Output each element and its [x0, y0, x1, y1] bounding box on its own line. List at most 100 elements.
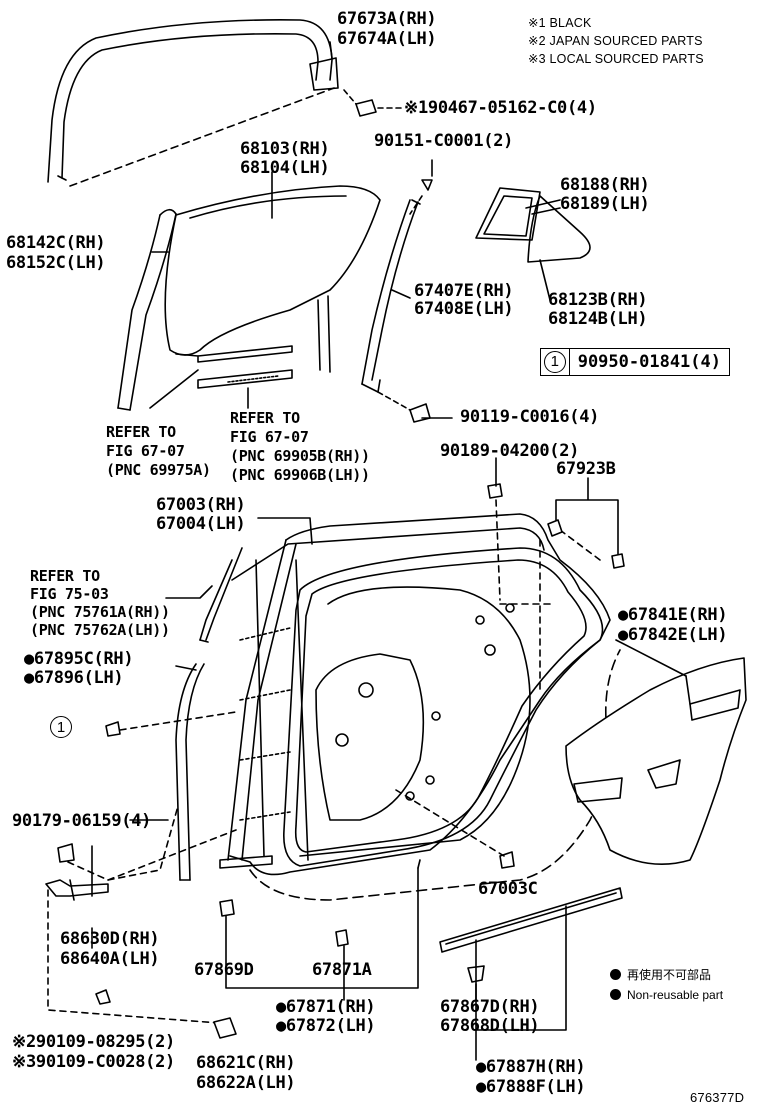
leader-line — [555, 477, 619, 555]
bullet-icon — [610, 989, 621, 1000]
leader-line — [495, 499, 501, 601]
part-label-67868D: 67868D(LH) — [440, 1016, 540, 1036]
ref-line-1: REFER TO — [230, 409, 300, 427]
leader-line — [329, 41, 333, 59]
circle-ref-1: 1 — [543, 351, 566, 373]
part-label-68103: 68103(RH) — [240, 139, 330, 159]
leader-line — [391, 289, 411, 299]
part-label-67003: 67003(RH) — [156, 495, 246, 515]
part-label-68630D: 68630D(RH) — [60, 929, 160, 949]
figure-id: 676377D — [690, 1090, 745, 1105]
leader-line — [417, 859, 421, 869]
part-label-68189: 68189(LH) — [560, 194, 650, 214]
part-label-68188: 68188(RH) — [560, 175, 650, 195]
door-glass-drawing — [117, 185, 381, 411]
part-label-68621C: 68621C(RH) — [196, 1053, 296, 1073]
leader-line — [525, 199, 561, 215]
hinge-drawing — [213, 1017, 237, 1039]
part-label-67895C: ●67895C(RH) — [24, 649, 134, 669]
door-check-drawing — [45, 843, 109, 901]
leader-line — [409, 195, 423, 215]
leader-line — [615, 639, 687, 677]
part-label-67872: ●67872(LH) — [276, 1016, 376, 1036]
part-label-68123B: 68123B(RH) — [548, 290, 648, 310]
boxed-part-90950: 1 90950-01841(4) — [540, 348, 730, 376]
part-label-90189: 90189-04200(2) — [440, 441, 580, 461]
part-label-67869D: 67869D — [194, 960, 254, 980]
ref-line-4: (PNC 69906B(LH)) — [230, 466, 370, 484]
clip-drawing — [335, 929, 349, 947]
leader-line — [107, 805, 179, 881]
leader-line — [377, 391, 411, 411]
leader-line — [149, 369, 199, 409]
part-label-90467: ※190467-05162-C0(4) — [404, 98, 597, 118]
part-label-67896: ●67896(LH) — [24, 668, 124, 688]
door-frame-drawing — [199, 539, 297, 861]
note-japan-sourced: ※2 JAPAN SOURCED PARTS — [528, 34, 703, 48]
secondary-seal-drawing — [249, 649, 621, 901]
screw-drawing — [409, 403, 431, 423]
part-label-68622A: 68622A(LH) — [196, 1073, 296, 1093]
legend-ja: 再使用不可部品 — [610, 966, 711, 983]
ref-line-1: REFER TO — [30, 567, 100, 585]
part-label-67407E: 67407E(RH) — [414, 281, 514, 301]
part-label-68640A: 68640A(LH) — [60, 949, 160, 969]
run-channel-drawing — [361, 179, 433, 393]
part-label-67408E: 67408E(LH) — [414, 299, 514, 319]
ref-line-2: FIG 75-03 — [30, 585, 109, 603]
legend-ja-text: 再使用不可部品 — [627, 968, 712, 982]
part-label-90950: 90950-01841(4) — [577, 352, 721, 372]
clip-drawing — [487, 483, 625, 569]
part-label-90119: 90119-C0016(4) — [460, 407, 600, 427]
leader-line — [539, 259, 551, 301]
part-label-67867D: 67867D(RH) — [440, 997, 540, 1017]
ref-line-1: REFER TO — [106, 423, 176, 441]
circle-ref-1: 1 — [50, 716, 72, 738]
part-label-67923B: 67923B — [556, 459, 616, 479]
part-label-68124B: 68124B(LH) — [548, 309, 648, 329]
leader-line — [395, 789, 505, 857]
ref-line-3: (PNC 69905B(RH)) — [230, 447, 370, 465]
part-label-90151: 90151-C0001(2) — [374, 131, 514, 151]
clip-drawing — [343, 89, 377, 117]
rocker-moulding-drawing — [439, 887, 623, 953]
clip-drawing — [219, 899, 235, 917]
leader-line — [175, 665, 197, 671]
leader-line — [67, 829, 237, 881]
bullet-icon — [610, 969, 621, 980]
part-label-67871A: 67871A — [312, 960, 372, 980]
part-label-90109-C0028: ※390109-C0028(2) — [12, 1052, 175, 1072]
leader-line — [475, 905, 567, 1031]
part-label-67842E: ●67842E(LH) — [618, 625, 728, 645]
ref-line-2: FIG 67-07 — [230, 428, 309, 446]
ref-line-4: (PNC 75762A(LH)) — [30, 621, 170, 639]
door-weatherstrip-drawing — [283, 547, 604, 867]
part-label-90109-08295: ※290109-08295(2) — [12, 1032, 175, 1052]
ref-line-2: FIG 67-07 — [106, 442, 185, 460]
part-label-67674A: 67674A(LH) — [337, 29, 437, 49]
legend-en-text: Non-reusable part — [627, 988, 724, 1002]
leader-line — [559, 529, 601, 561]
part-label-68142C: 68142C(RH) — [6, 233, 106, 253]
door-trim-drawing — [565, 657, 747, 865]
part-label-67004: 67004(LH) — [156, 514, 246, 534]
belt-weatherstrip-drawing — [175, 345, 293, 389]
leader-line — [225, 867, 419, 989]
part-label-67841E: ●67841E(RH) — [618, 605, 728, 625]
frame-moulding-drawing — [47, 19, 339, 183]
leader-line — [165, 585, 213, 599]
legend-en: Non-reusable part — [610, 988, 723, 1002]
bolt-drawing — [95, 989, 111, 1005]
ref-line-3: (PNC 75761A(RH)) — [30, 603, 170, 621]
leader-line — [257, 517, 313, 545]
part-label-67888F: ●67888F(LH) — [476, 1077, 586, 1097]
note-black: ※1 BLACK — [528, 16, 592, 30]
part-label-67673A: 67673A(RH) — [337, 9, 437, 29]
leader-line — [69, 87, 335, 187]
outer-moulding-drawing — [175, 663, 205, 881]
part-label-67003C: 67003C — [478, 879, 538, 899]
part-label-68152C: 68152C(LH) — [6, 253, 106, 273]
quarter-window-drawing — [475, 187, 591, 263]
